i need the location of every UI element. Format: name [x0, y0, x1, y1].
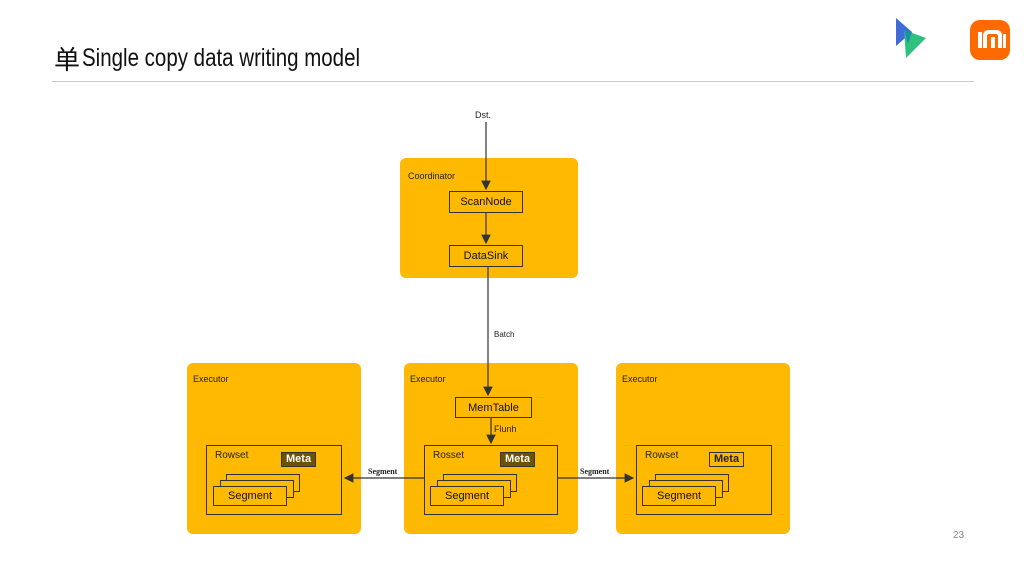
- rowset-right-label: Rowset: [645, 450, 679, 461]
- flush-edge-label: Flunh: [494, 424, 517, 434]
- rowset-middle-label: Rosset: [433, 450, 465, 461]
- meta-left: Meta: [281, 452, 317, 467]
- segment-edge-label-right: Segment: [580, 467, 610, 476]
- meta-right: Meta: [709, 452, 745, 467]
- mi-logo-icon: [970, 20, 1010, 60]
- title-divider: [52, 81, 974, 82]
- coordinator-label: Coordinator: [408, 171, 456, 181]
- memtable-node: MemTable: [455, 397, 532, 418]
- segment-middle: Segment: [430, 486, 504, 506]
- segment-left: Segment: [213, 486, 287, 506]
- meta-middle: Meta: [500, 452, 536, 467]
- title-glyph: 单: [54, 46, 81, 76]
- rowset-left: Rowset Meta: [206, 445, 342, 515]
- batch-edge-label: Batch: [494, 330, 515, 339]
- source-label: Dst.: [475, 110, 492, 120]
- data-sink-node: DataSink: [449, 245, 523, 267]
- page-number: 23: [953, 530, 965, 541]
- executor-middle-label: Executor: [410, 374, 446, 384]
- rowset-right: Rowset Meta: [636, 445, 772, 515]
- segment-right: Segment: [642, 486, 716, 506]
- rowset-left-label: Rowset: [215, 450, 249, 461]
- segment-edge-label-left: Segment: [368, 467, 398, 476]
- rowset-middle: Rosset Meta: [424, 445, 558, 515]
- brand-logo-icon: [896, 18, 926, 58]
- executor-left-label: Executor: [193, 374, 229, 384]
- executor-right-label: Executor: [622, 374, 658, 384]
- scan-node: ScanNode: [449, 191, 523, 213]
- title-text: Single copy data writing model: [82, 44, 361, 72]
- slide-title: 单 Single copy data writing model: [54, 40, 421, 77]
